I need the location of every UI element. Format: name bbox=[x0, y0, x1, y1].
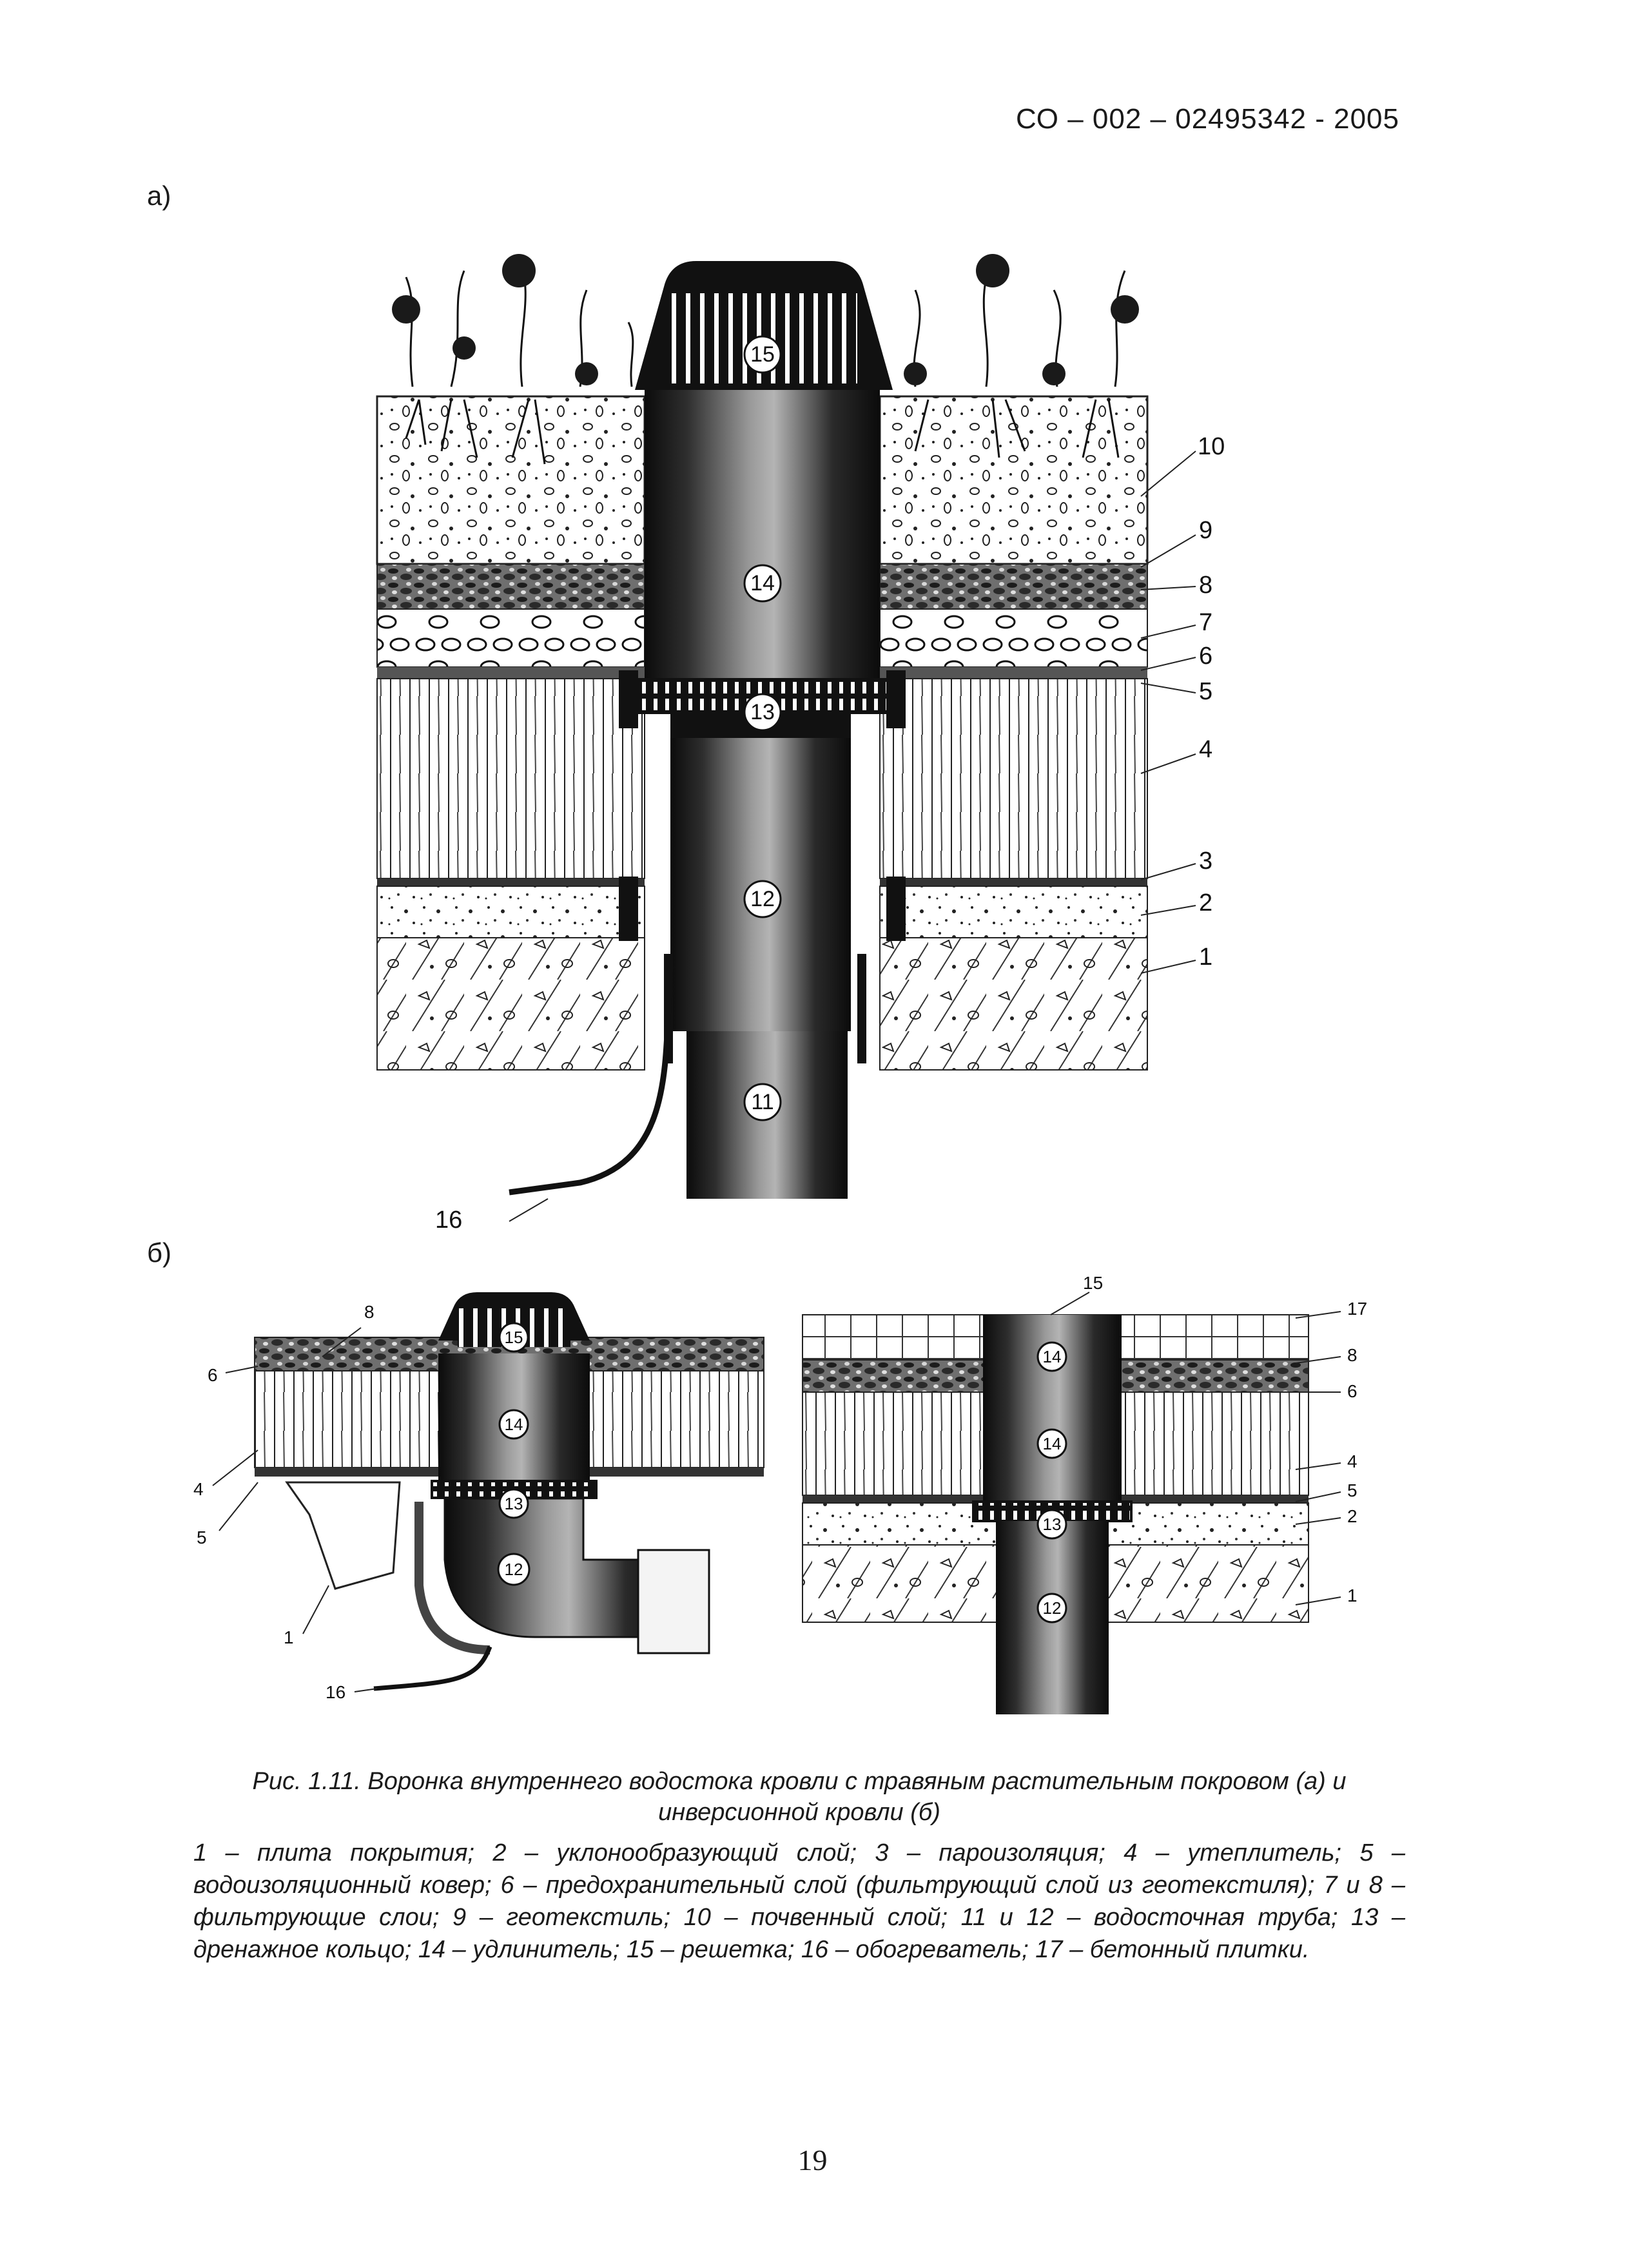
figure-a-leaders bbox=[509, 451, 1196, 1222]
figure-a-pipe-lower bbox=[670, 703, 851, 1031]
figure-b-right: 15 17 8 6 4 5 2 1 14 14 13 12 bbox=[802, 1273, 1367, 1714]
figure-a-circle-labels: 15 14 13 12 11 bbox=[743, 335, 782, 1121]
figure-a-left-layers bbox=[376, 395, 646, 1071]
subfigure-b-label: б) bbox=[147, 1237, 172, 1268]
b-right-label-6: 6 bbox=[1347, 1381, 1357, 1401]
label-9: 9 bbox=[1199, 517, 1212, 544]
b-right-label-15: 15 bbox=[1083, 1273, 1103, 1293]
b-left-label-6: 6 bbox=[208, 1365, 218, 1385]
b-left-label-5: 5 bbox=[197, 1527, 207, 1547]
b-left-label-4: 4 bbox=[193, 1479, 204, 1499]
label-6: 6 bbox=[1199, 643, 1212, 670]
figure-a-flowers bbox=[392, 254, 1139, 385]
label-8: 8 bbox=[1199, 572, 1212, 599]
b-right-label-5: 5 bbox=[1347, 1480, 1357, 1500]
b-right-label-4: 4 bbox=[1347, 1451, 1357, 1471]
b-left-circle-12: 12 bbox=[505, 1560, 523, 1579]
b-left-circle-15: 15 bbox=[505, 1328, 523, 1347]
b-left-label-8: 8 bbox=[364, 1302, 375, 1322]
label-7: 7 bbox=[1199, 609, 1212, 636]
b-left-circle-14: 14 bbox=[505, 1415, 523, 1434]
figure-b-left: 8 6 4 5 1 16 15 14 13 12 bbox=[193, 1292, 764, 1702]
b-left-label-1: 1 bbox=[284, 1627, 294, 1647]
circle-11: 11 bbox=[751, 1090, 774, 1114]
subfigure-a-label: а) bbox=[147, 180, 171, 211]
figure-a-heater-cable bbox=[509, 966, 674, 1196]
figure-a-pipe bbox=[645, 387, 880, 690]
label-1: 1 bbox=[1199, 944, 1212, 971]
figure-caption: Рис. 1.11. Воронка внутреннего водостока… bbox=[252, 1768, 1347, 1826]
b-left-label-16: 16 bbox=[326, 1682, 345, 1702]
figure-a-right-layers bbox=[879, 395, 1149, 1071]
b-right-circle-13: 13 bbox=[1043, 1515, 1062, 1534]
label-3: 3 bbox=[1199, 848, 1212, 875]
figure-a: 10 9 8 7 6 5 4 3 2 1 16 15 14 13 12 11 bbox=[376, 254, 1225, 1234]
figure-a-side-labels: 10 9 8 7 6 5 4 3 2 1 16 bbox=[435, 433, 1225, 1234]
b-right-circle-14b: 14 bbox=[1043, 1434, 1062, 1453]
figure-a-clamps bbox=[619, 670, 906, 1063]
b-left-circle-13: 13 bbox=[505, 1494, 523, 1513]
page-number: 19 bbox=[797, 2144, 828, 2176]
circle-13: 13 bbox=[750, 700, 775, 724]
figure-legend: 1 – плита покрытия; 2 – уклонообразующий… bbox=[193, 1839, 1405, 1963]
label-4: 4 bbox=[1199, 736, 1212, 763]
circle-14: 14 bbox=[750, 571, 775, 596]
b-right-label-2: 2 bbox=[1347, 1506, 1357, 1526]
document-code: СО – 002 – 02495342 - 2005 bbox=[1015, 103, 1399, 135]
b-right-label-17: 17 bbox=[1347, 1299, 1367, 1319]
b-right-label-8: 8 bbox=[1347, 1345, 1357, 1365]
label-5: 5 bbox=[1199, 678, 1212, 705]
label-16: 16 bbox=[435, 1207, 462, 1234]
circle-15: 15 bbox=[750, 342, 775, 367]
figure-a-plants bbox=[405, 257, 1126, 465]
label-2: 2 bbox=[1199, 889, 1212, 916]
b-right-label-1: 1 bbox=[1347, 1585, 1357, 1605]
b-right-circle-12: 12 bbox=[1043, 1598, 1062, 1618]
circle-12: 12 bbox=[750, 887, 775, 911]
b-right-circle-14a: 14 bbox=[1043, 1347, 1062, 1366]
label-10: 10 bbox=[1198, 433, 1225, 460]
